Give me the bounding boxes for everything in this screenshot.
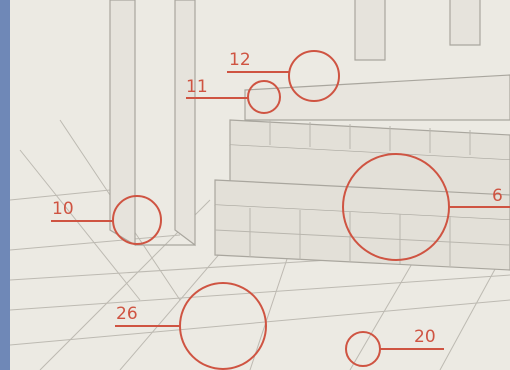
callout-label-12: 12 bbox=[229, 52, 251, 69]
callout-label-26: 26 bbox=[116, 306, 138, 323]
callout-label-10: 10 bbox=[52, 201, 74, 218]
callout-label-11: 11 bbox=[186, 79, 208, 96]
callout-label-6: 6 bbox=[492, 188, 503, 205]
stairs bbox=[215, 75, 510, 270]
callout-label-20: 20 bbox=[414, 329, 436, 346]
